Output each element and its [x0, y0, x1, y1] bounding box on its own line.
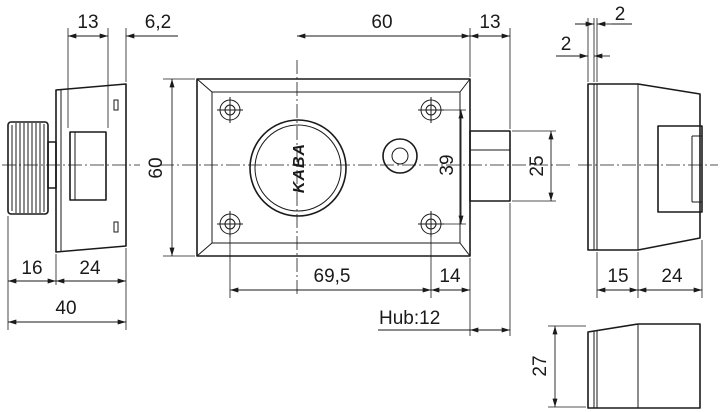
dim-bolt-projection: 13	[479, 12, 500, 33]
dim-gap-b: 2	[561, 34, 572, 55]
dim-knob-offset: 13	[77, 12, 98, 33]
mounting-hole-bottom-left	[217, 211, 243, 237]
housing-side	[55, 83, 127, 253]
right-side-view: 2 2 15 24	[556, 4, 718, 298]
front-view: KABA 60 13 60	[146, 12, 572, 336]
left-side-view: 13 6,2 16 24 40	[2, 12, 178, 330]
dim-gap-a: 2	[615, 4, 626, 25]
right-bottom-dimensions: 15 24	[596, 240, 703, 298]
hole-vertical-spacing-dimension: 39	[437, 109, 466, 225]
front-top-dimensions: 60 13	[297, 12, 511, 129]
dim-hub: Hub:12	[379, 308, 440, 329]
hub	[382, 138, 418, 174]
dim-body: 24	[661, 266, 683, 287]
front-bottom-dimensions: 69,5 14 Hub:12	[229, 203, 511, 336]
dim-depth-front: 16	[21, 258, 42, 279]
dim-front: 15	[607, 266, 628, 287]
dim-cap: 6,2	[145, 12, 171, 33]
left-top-dimensions: 13 6,2	[67, 12, 178, 128]
dim-height: 60	[146, 157, 167, 178]
right-top-dimensions: 2 2	[556, 4, 632, 82]
dim-hole-to-edge: 14	[439, 266, 461, 287]
knurled-knob	[7, 121, 57, 215]
bottom-height-dimension: 27	[530, 325, 586, 408]
housing-bottom	[587, 323, 701, 409]
mounting-hole-bottom-right	[418, 211, 444, 237]
dim-hole-spacing-vertical: 39	[437, 154, 458, 175]
bolt-height-dimension: 25	[512, 130, 556, 202]
housing-side-right	[587, 83, 703, 251]
mounting-holes	[217, 97, 444, 237]
dim-depth-body: 24	[79, 258, 101, 279]
front-height-dimension: 60	[146, 78, 195, 257]
dim-bottom-height: 27	[530, 355, 551, 376]
cylinder: KABA	[249, 119, 347, 217]
left-bottom-dimensions: 16 24 40	[7, 216, 127, 330]
dim-hole-spacing-horizontal: 69,5	[314, 266, 351, 287]
dim-width: 60	[371, 12, 392, 33]
latch-bolt	[469, 130, 511, 202]
mounting-hole-top-right	[418, 97, 444, 123]
kaba-logo: KABA	[291, 143, 308, 193]
dim-total-depth: 40	[55, 298, 76, 319]
bottom-view: 27	[530, 323, 701, 409]
mounting-hole-top-left	[217, 97, 243, 123]
dim-bolt-height: 25	[527, 155, 548, 176]
